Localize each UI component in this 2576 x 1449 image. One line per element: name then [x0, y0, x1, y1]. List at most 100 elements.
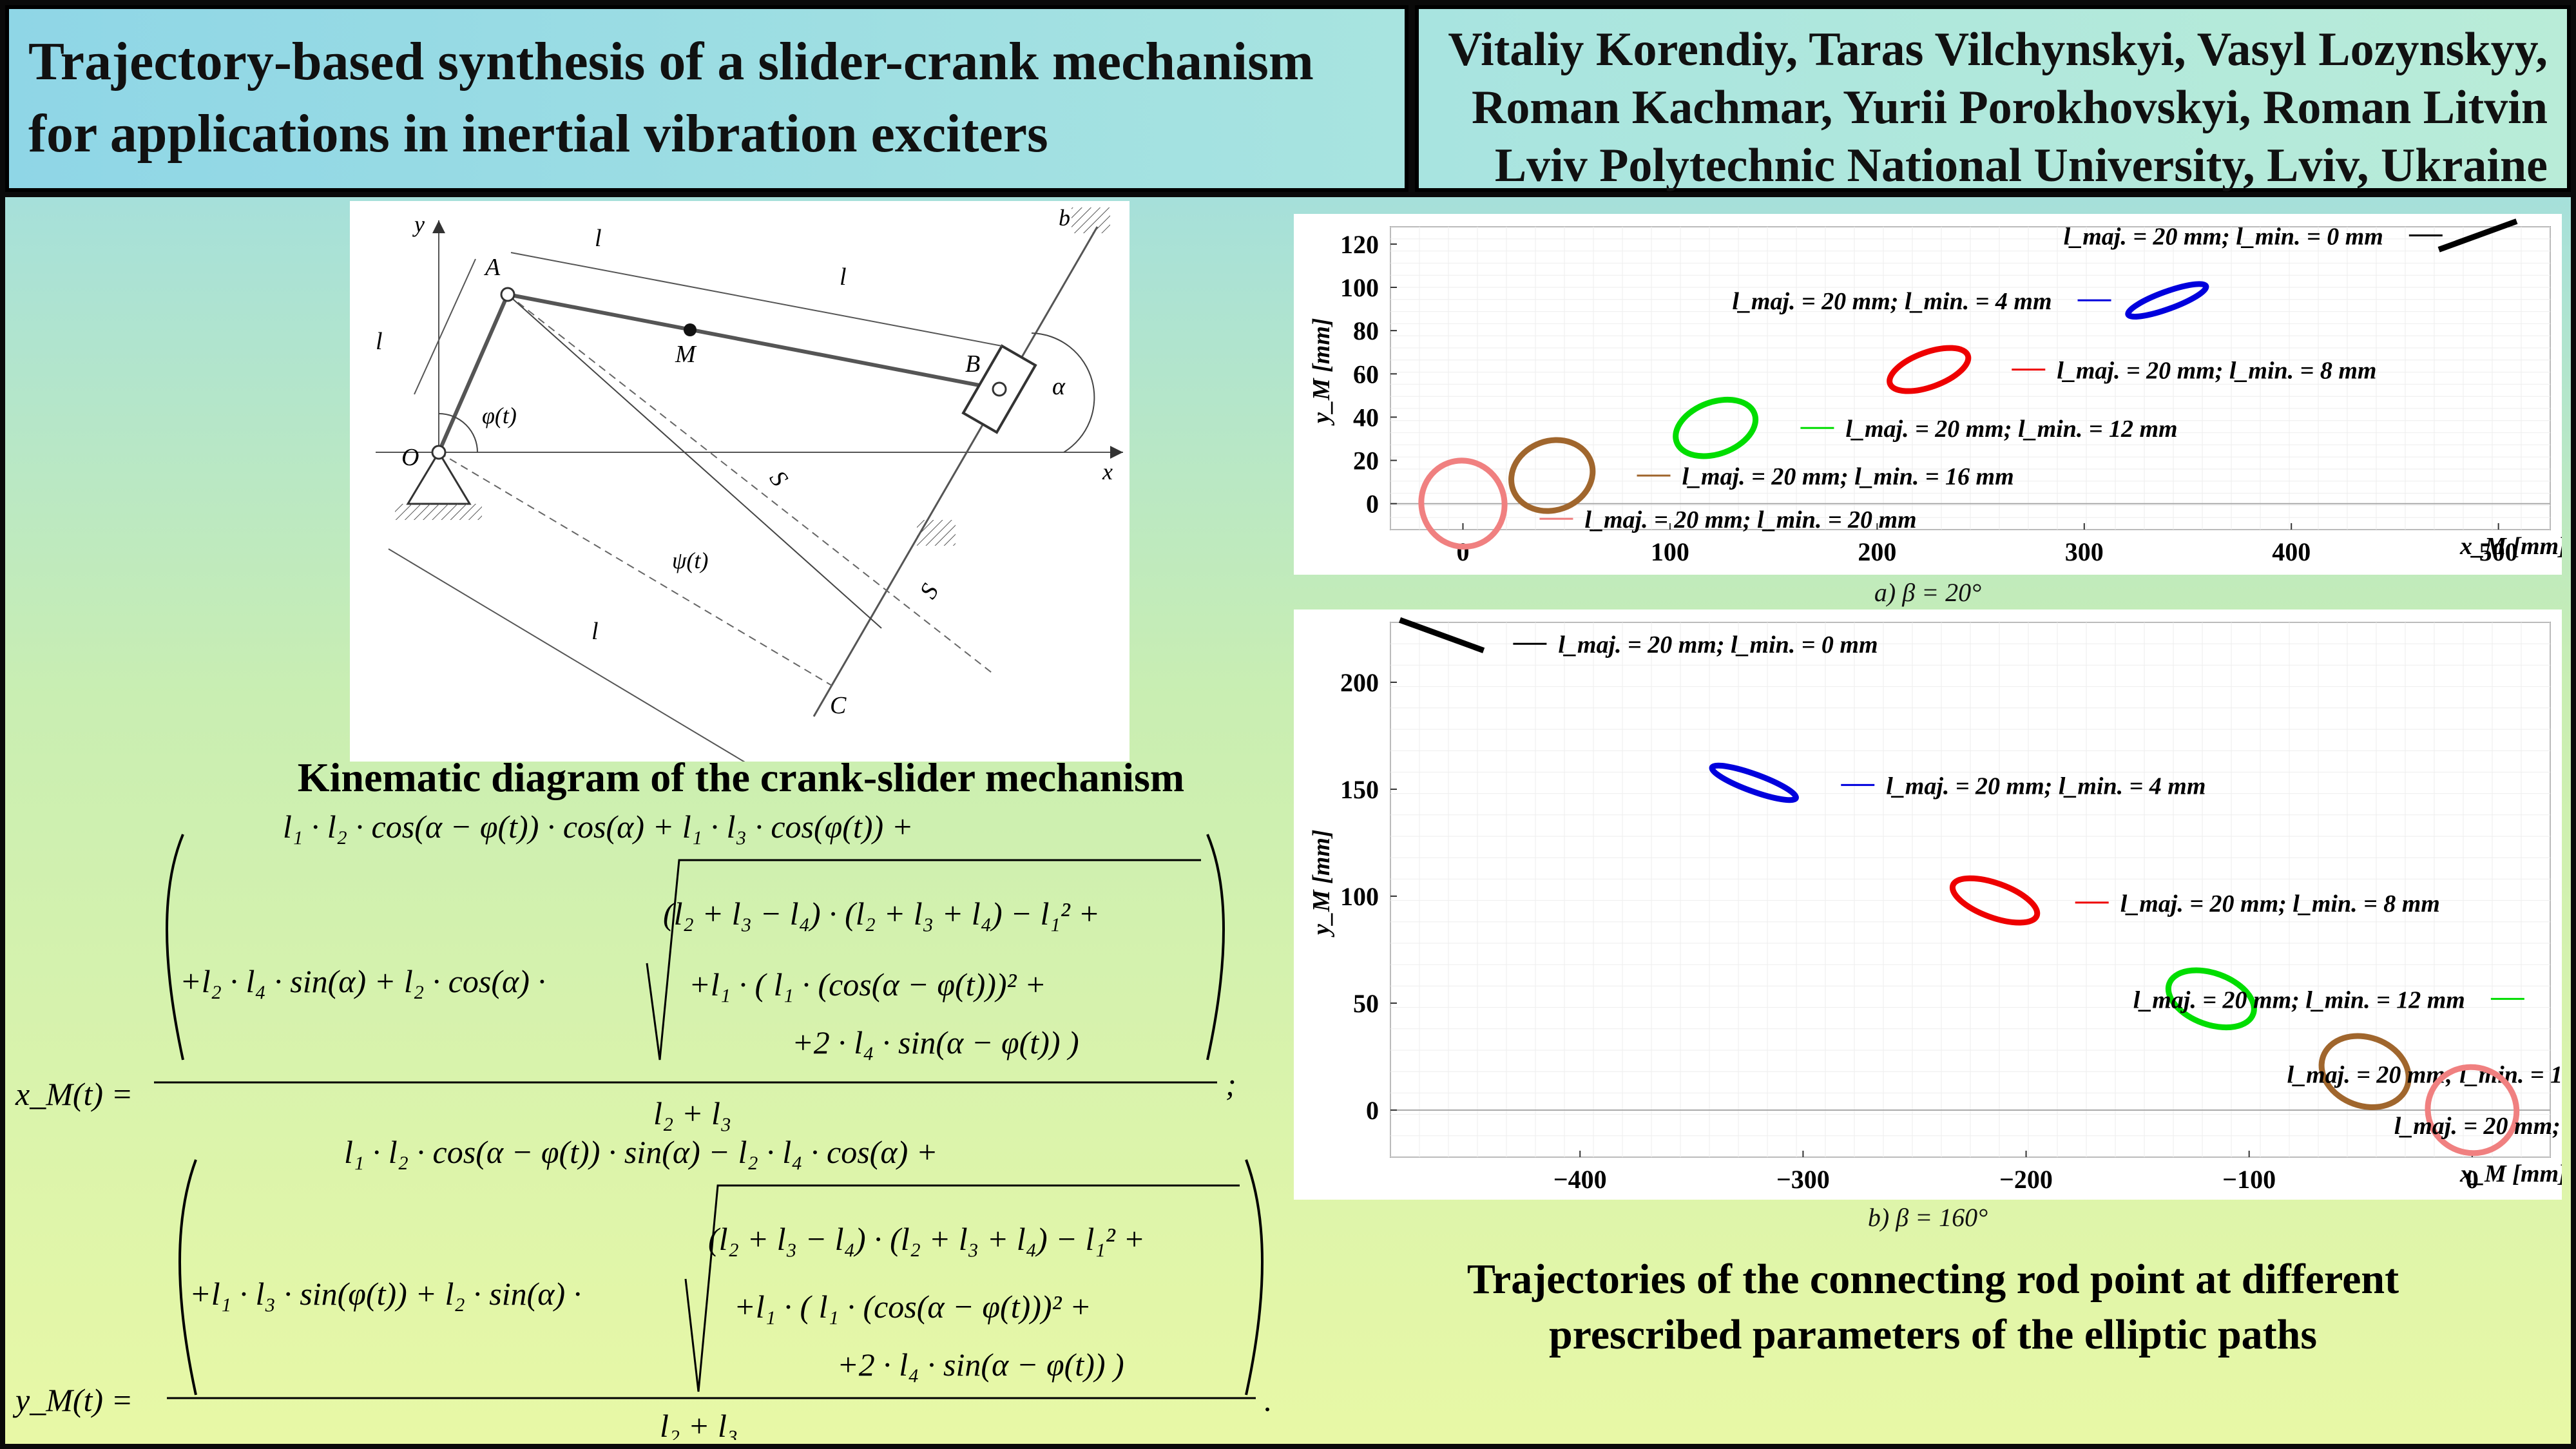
trajectory-4 — [2318, 1033, 2412, 1110]
legend-entry-2: l_maj. = 20 mm; l_min. = 8 mm — [2012, 358, 2376, 385]
y-tick-label: 50 — [1353, 989, 1379, 1018]
mechanism-diagram: y x b — [350, 201, 1129, 785]
x-tick-label: 100 — [1651, 537, 1689, 566]
label-C: C — [830, 692, 847, 719]
label-s1: S — [764, 466, 793, 492]
x-tick-label: 300 — [2065, 537, 2104, 566]
authors-block: Vitaliy Korendiy, Taras Vilchynskyi, Vas… — [1427, 21, 2548, 195]
x-axis-label: x_M [mm] — [2459, 1160, 2562, 1187]
connecting-rod — [507, 293, 1000, 391]
label-l2: l — [595, 225, 602, 252]
legend-label: l_maj. = 20 mm; l_min. = 8 mm — [2057, 358, 2376, 385]
joint-A — [500, 287, 515, 302]
y-lhs: y_M(t) = — [12, 1382, 133, 1418]
affiliation: Lviv Polytechnic National University, Lv… — [1494, 139, 2548, 192]
label-phi: φ(t) — [482, 403, 517, 428]
y-end-mark: . — [1264, 1382, 1273, 1418]
y-axis-label: y_M [mm] — [1308, 318, 1335, 426]
label-y: y — [412, 211, 425, 237]
slide-line-b — [812, 226, 1099, 717]
x-right-paren — [1206, 834, 1225, 1060]
trajectory-1 — [1709, 762, 1799, 803]
legend-label: l_maj. = 20 mm; l_min. = 20 mm — [1584, 506, 1916, 533]
label-O: O — [401, 444, 419, 471]
y-tick-label: 120 — [1340, 230, 1379, 259]
phi-arc — [438, 413, 478, 453]
y-numerator-line1: l₁ · l₂ · cos(α − φ(t)) · sin(α) − l₂ · … — [344, 1134, 937, 1170]
legend-entry-2: l_maj. = 20 mm; l_min. = 8 mm — [2075, 890, 2440, 917]
y-radical-line1: (l₂ + l₃ − l₄) · (l₂ + l₃ + l₄) − l₁² + — [708, 1221, 1145, 1257]
y-tick-label: 20 — [1353, 446, 1379, 475]
label-l1: l — [376, 328, 383, 355]
legend-entry-4: l_maj. = 20 mm; l_min. = 16 mm — [2287, 1062, 2576, 1089]
trajectory-5 — [1418, 457, 1508, 550]
legend-label: l_maj. = 20 mm; l_min. = 16 mm — [1682, 463, 2014, 490]
title-line-1: Trajectory-based synthesis of a slider-c… — [28, 32, 1314, 91]
joint-B — [992, 381, 1007, 397]
trajectory-5 — [2425, 1064, 2520, 1156]
legend-entry-1: l_maj. = 20 mm; l_min. = 4 mm — [1732, 288, 2111, 315]
y-tick-label: 40 — [1353, 403, 1379, 432]
x-tick-label: 200 — [1858, 537, 1896, 566]
x-tick-label: 400 — [2272, 537, 2311, 566]
y-numerator-line2: +l₁ · l₃ · sin(φ(t)) + l₂ · sin(α) · — [189, 1276, 581, 1312]
x-left-paren — [166, 834, 184, 1060]
label-alpha: α — [1052, 373, 1066, 400]
crank-l1 — [437, 293, 510, 454]
x-radical-line2: +l₁ · ( l₁ · (cos(α − φ(t)))² + — [689, 966, 1046, 1003]
x-numerator-line1: l₁ · l₂ · cos(α − φ(t)) · cos(α) + l₁ · … — [283, 809, 913, 845]
dashed-a-c — [507, 294, 995, 675]
dim-l2-l3 — [510, 252, 1003, 347]
authors-line-1: Vitaliy Korendiy, Taras Vilchynskyi, Vas… — [1448, 23, 2548, 76]
legend-entry-3: l_maj. = 20 mm; l_min. = 12 mm — [1800, 416, 2178, 443]
x-lhs: x_M(t) = — [15, 1076, 133, 1112]
trajectory-3 — [2165, 967, 2257, 1031]
x-numerator-line2: +l₂ · l₄ · sin(α) + l₂ · cos(α) · — [180, 963, 546, 999]
legend-entry-4: l_maj. = 20 mm; l_min. = 16 mm — [1637, 463, 2014, 490]
trajectory-2 — [1949, 875, 2041, 926]
y-sqrt — [684, 1184, 1240, 1392]
x-tick-label: −300 — [1776, 1165, 1830, 1194]
y-tick-label: 0 — [1366, 1096, 1379, 1125]
title-box: Trajectory-based synthesis of a slider-c… — [5, 5, 1408, 192]
dim-l4 — [388, 548, 782, 785]
point-M — [684, 323, 697, 336]
legend-entry-0: l_maj. = 20 mm; l_min. = 0 mm — [1513, 631, 1878, 658]
label-M: M — [675, 341, 697, 368]
formulas: l₁ · l₂ · cos(α − φ(t)) · cos(α) + l₁ · … — [12, 809, 1273, 1440]
label-x: x — [1102, 459, 1113, 485]
trajectory-1 — [2125, 281, 2209, 320]
trajectories-caption-line1: Trajectories of the connecting rod point… — [1466, 1256, 2399, 1303]
x-sqrt — [646, 859, 1201, 1060]
legend-entry-5: l_maj. = 20 mm; l_min. = 20 mm — [2394, 1113, 2576, 1140]
diagram-caption: Kinematic diagram of the crank-slider me… — [297, 754, 1185, 800]
legend-label: l_maj. = 20 mm; l_min. = 12 mm — [1845, 416, 2177, 443]
x-tick-label: 0 — [2466, 1165, 2479, 1194]
x-tick-label: −100 — [2222, 1165, 2276, 1194]
x-tick-label: −400 — [1553, 1165, 1607, 1194]
x-tick-label: 0 — [1457, 537, 1470, 566]
legend-label: l_maj. = 20 mm; l_min. = 4 mm — [1886, 772, 2206, 800]
label-A: A — [483, 254, 501, 281]
legend-entry-5: l_maj. = 20 mm; l_min. = 20 mm — [1539, 506, 1917, 533]
legend-label: l_maj. = 20 mm; l_min. = 0 mm — [2064, 223, 2383, 250]
legend-label: l_maj. = 20 mm; l_min. = 0 mm — [1558, 631, 1878, 658]
label-B: B — [965, 350, 980, 378]
legend-entry-1: l_maj. = 20 mm; l_min. = 4 mm — [1841, 772, 2206, 800]
slide-hatch-top — [1072, 207, 1110, 233]
x-tick-label: −200 — [1999, 1165, 2053, 1194]
y-tick-label: 200 — [1340, 668, 1379, 697]
dashed-o-c — [438, 452, 832, 686]
formula-x: l₁ · l₂ · cos(α − φ(t)) · cos(α) + l₁ · … — [15, 809, 1236, 1131]
label-l3: l — [840, 264, 847, 291]
title-line-2: for applications in inertial vibration e… — [28, 104, 1048, 164]
x-radical-line3: +2 · l₄ · sin(α − φ(t)) ) — [792, 1024, 1079, 1060]
label-psi: ψ(t) — [672, 548, 708, 573]
legend-label: l_maj. = 20 mm; l_min. = 4 mm — [1732, 288, 2052, 315]
mechanism-svg: y x b — [376, 205, 1123, 785]
authors-line-2: Roman Kachmar, Yurii Porokhovskyi, Roman… — [1471, 81, 2548, 134]
